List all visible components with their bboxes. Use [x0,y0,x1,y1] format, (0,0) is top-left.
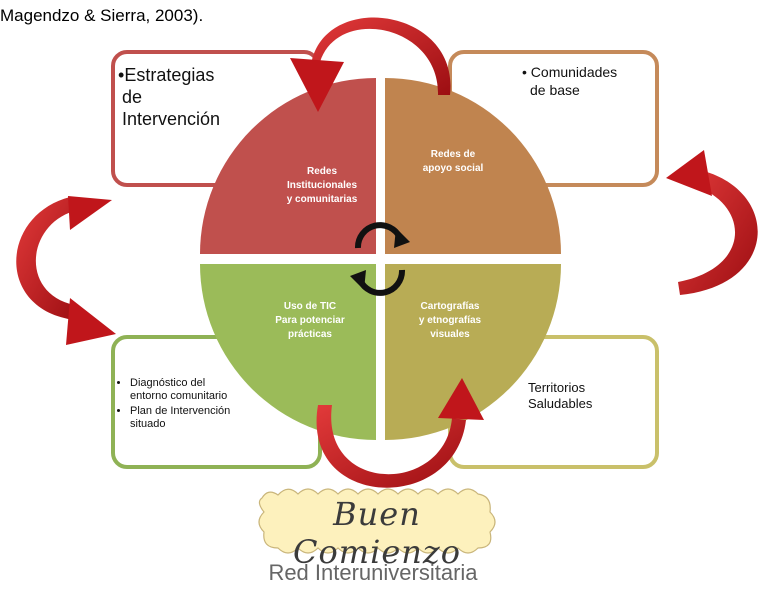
curved-arrow-top [290,17,451,112]
bullet-icon: • [118,65,125,85]
quadrant-label-cartografias: Cartografías y etnografías visuales [418,301,482,340]
cycle-arrowhead-top [394,228,410,248]
citation-text: Magendzo & Sierra, 2003). [0,6,204,25]
quadrant-label-uso-tic: Uso de TIC Para potenciar prácticas [275,301,345,340]
curved-arrow-left [16,196,116,345]
cycle-arrowhead-bottom [350,270,366,290]
curved-arrow-right [666,150,758,295]
quadrant-cartografias [385,264,561,440]
footer-subtitle: Red Interuniversitaria [268,560,478,585]
quadrant-redes-apoyo [385,78,561,254]
list-item: Diagnóstico del entorno comunitario [130,377,240,403]
logo-text: Buen Comienzo [293,495,461,571]
box-bottom-left-text: Diagnóstico del entorno comunitario Plan… [120,377,240,433]
bullet-icon: • [522,64,531,80]
quadrant-label-redes-institucionales: Redes Institucionales y comunitarias [286,166,358,205]
box-bottom-right-text: Territorios Saludables [528,380,593,411]
quadrant-label-redes-apoyo: Redes de apoyo social [422,149,484,174]
logo-badge [258,488,496,554]
box-top-left-text: •Estrategias de Intervención [118,65,221,129]
quadrant-uso-tic [200,264,376,440]
box-top-right-text: • Comunidades de base [522,64,618,98]
curved-arrow-bottom [316,378,484,488]
quadrant-redes-institucionales [200,78,376,254]
list-item: Plan de Intervención situado [130,405,240,431]
